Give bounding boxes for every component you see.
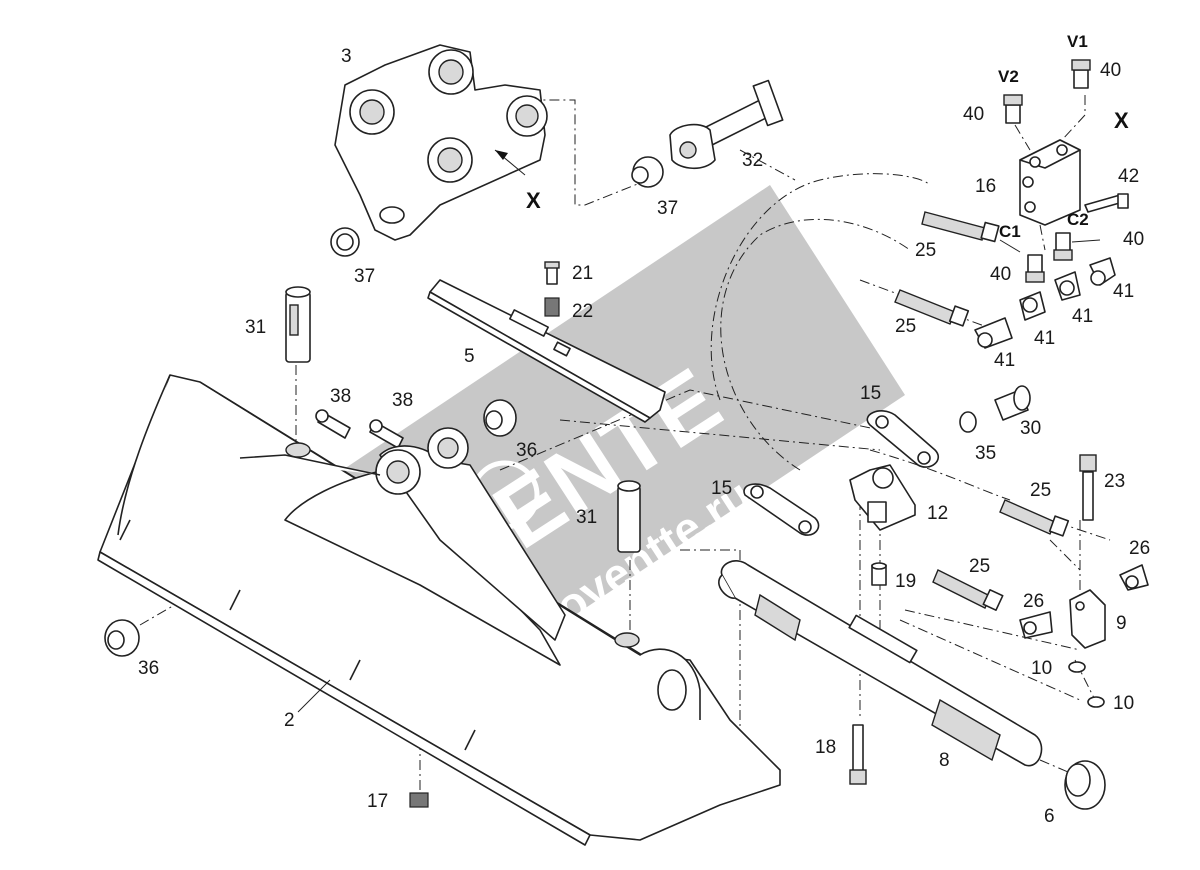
callout-v1: V1 xyxy=(1067,32,1088,51)
elbow-41-b xyxy=(1054,271,1081,301)
callout-32: 32 xyxy=(742,150,763,171)
callout-41-right: 41 xyxy=(1113,281,1134,302)
insert-22 xyxy=(544,297,560,317)
cylinder-8 xyxy=(718,560,1043,767)
callout-30: 30 xyxy=(1020,418,1041,439)
bushing-36-upper xyxy=(483,399,517,437)
callout-38-right: 38 xyxy=(392,390,413,411)
callout-5: 5 xyxy=(464,346,475,367)
callout-25-lower: 25 xyxy=(895,316,916,337)
sleeve-19 xyxy=(871,562,887,586)
pin-31-right xyxy=(617,480,641,553)
callout-3: 3 xyxy=(341,46,352,67)
bolt-18 xyxy=(849,724,867,785)
callout-22: 22 xyxy=(572,301,593,322)
callout-25-right: 25 xyxy=(1030,480,1051,501)
callout-40-v1: 40 xyxy=(1100,60,1121,81)
fitting-30 xyxy=(994,385,1031,421)
screw-21 xyxy=(544,261,560,285)
callout-c1: C1 xyxy=(999,222,1021,241)
callout-x-coupler: X xyxy=(526,188,541,213)
bucket xyxy=(97,374,781,846)
callout-31-right: 31 xyxy=(576,507,597,528)
callout-26-right: 26 xyxy=(1129,538,1150,559)
callout-2: 2 xyxy=(284,710,295,731)
callout-41-bottom: 41 xyxy=(994,350,1015,371)
callout-19: 19 xyxy=(895,571,916,592)
washer-35 xyxy=(959,411,977,433)
callout-15-lower: 15 xyxy=(711,478,732,499)
callout-16: 16 xyxy=(975,176,996,197)
callout-42: 42 xyxy=(1118,166,1139,187)
fitting-40-v1 xyxy=(1071,59,1091,89)
callout-41-left: 41 xyxy=(1034,328,1055,349)
elbow-26-left xyxy=(1019,611,1053,639)
pin-31-left xyxy=(285,286,311,363)
coupler-bracket xyxy=(334,44,548,241)
callout-31-left: 31 xyxy=(245,317,266,338)
callout-40-c1: 40 xyxy=(990,264,1011,285)
callout-40-c2: 40 xyxy=(1123,229,1144,250)
bolt-23 xyxy=(1079,454,1097,521)
bushing-37-left xyxy=(330,227,360,257)
callout-25-upper: 25 xyxy=(915,240,936,261)
callout-37-left: 37 xyxy=(354,266,375,287)
axle-pin xyxy=(669,79,784,170)
callout-9: 9 xyxy=(1116,613,1127,634)
bracket-12 xyxy=(849,464,916,531)
callout-25-bottom: 25 xyxy=(969,556,990,577)
callout-38-left: 38 xyxy=(330,386,351,407)
link-15-upper xyxy=(866,410,940,468)
nipple-38-a xyxy=(315,409,351,439)
callout-41-mid: 41 xyxy=(1072,306,1093,327)
elbow-41-a xyxy=(1089,257,1116,286)
cap-6 xyxy=(1064,760,1106,810)
link-15-lower xyxy=(743,483,820,536)
block-9 xyxy=(1069,589,1106,649)
hose-25-c xyxy=(999,499,1070,537)
bushing-36-lower xyxy=(104,619,140,657)
callout-6: 6 xyxy=(1044,806,1055,827)
callout-10-right: 10 xyxy=(1113,693,1134,714)
valve-block xyxy=(1019,139,1129,226)
elbow-41-c xyxy=(1019,291,1046,321)
callout-21: 21 xyxy=(572,263,593,284)
callout-c2: C2 xyxy=(1067,210,1089,229)
fitting-40-c2 xyxy=(1053,232,1073,261)
elbow-26-right xyxy=(1119,564,1149,591)
callout-17: 17 xyxy=(367,791,388,812)
hose-25-d xyxy=(932,569,1004,612)
callout-40-v2: 40 xyxy=(963,104,984,125)
bushing-37-right xyxy=(631,156,664,188)
plug-17 xyxy=(409,792,429,808)
callout-35: 35 xyxy=(975,443,996,464)
callout-36-lower: 36 xyxy=(138,658,159,679)
callout-37-right: 37 xyxy=(657,198,678,219)
callout-12: 12 xyxy=(927,503,948,524)
hose-25-a xyxy=(921,211,1000,243)
fitting-40-v2 xyxy=(1003,94,1023,124)
callout-18: 18 xyxy=(815,737,836,758)
callout-8: 8 xyxy=(939,750,950,771)
callout-labels: 3 37 37 32 X V1 V2 40 40 X 16 42 C1 C2 4… xyxy=(138,32,1150,827)
leader-lines xyxy=(297,239,1101,713)
callout-v2: V2 xyxy=(998,67,1019,86)
callout-x-valve: X xyxy=(1114,108,1129,133)
callout-36-upper: 36 xyxy=(516,440,537,461)
callout-26-left: 26 xyxy=(1023,591,1044,612)
washer-10-b xyxy=(1087,696,1105,708)
nipple-38-b xyxy=(369,419,404,449)
washer-10-a xyxy=(1068,661,1086,673)
hose-25-b xyxy=(894,289,970,327)
callout-23: 23 xyxy=(1104,471,1125,492)
fitting-40-c1 xyxy=(1025,254,1045,283)
callout-15-upper: 15 xyxy=(860,383,881,404)
elbow-41-d xyxy=(974,317,1013,349)
callout-10-left: 10 xyxy=(1031,658,1052,679)
cover-plate xyxy=(427,279,666,423)
